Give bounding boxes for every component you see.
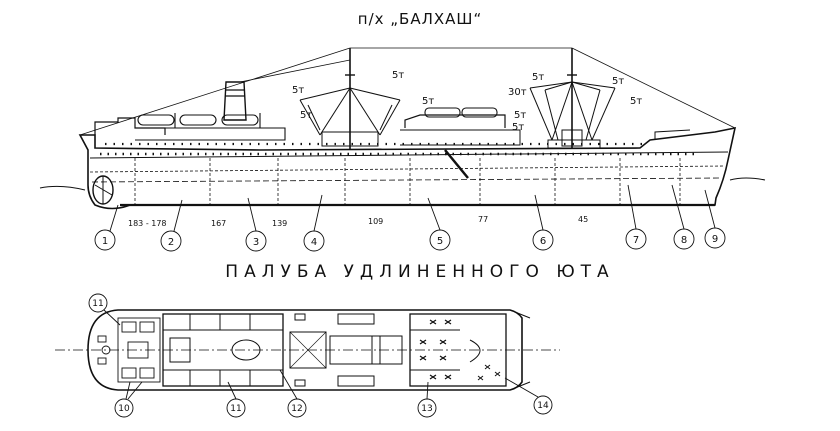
crane-label: 5т (514, 110, 526, 121)
deck-callout: 12 (291, 404, 302, 414)
deck-callout: 11 (92, 299, 103, 309)
deck-callout: 11 (230, 404, 241, 414)
profile-callout: 7 (633, 235, 639, 246)
frame-number: 45 (578, 215, 588, 224)
frame-number: 183 - 178 (128, 219, 167, 228)
frame-numbers: 183 - 178 167 139 109 77 45 (128, 215, 588, 228)
profile-callout: 8 (681, 235, 687, 246)
deck-callout: 14 (537, 401, 549, 411)
frame-number: 109 (368, 217, 383, 226)
crane-label: 5т (532, 72, 544, 83)
crane-label: 30т (508, 87, 527, 98)
frame-number: 139 (272, 219, 287, 228)
crane-label: 5т (292, 85, 304, 96)
deck-plan (55, 309, 560, 391)
deck-outline (87, 309, 523, 391)
crane-labels: 5т 5т 5т 5т 5т 30т 5т 5т 5т 5т (292, 70, 642, 133)
deck-callout: 13 (421, 404, 432, 414)
crane-label: 5т (300, 110, 312, 121)
deck-plan-title: ПАЛУБА УДЛИНЕННОГО ЮТА (225, 262, 615, 282)
profile-callout: 2 (168, 237, 174, 248)
profile-callouts: 1 2 3 4 5 6 7 8 9 (94, 184, 726, 252)
funnel (223, 81, 247, 121)
profile-callout: 4 (311, 237, 317, 248)
profile-callout: 9 (712, 234, 718, 245)
deck-callouts: 11 10 11 12 13 14 (88, 293, 553, 418)
crane-label: 5т (392, 70, 404, 81)
profile-callout: 3 (253, 237, 259, 248)
side-profile (39, 47, 766, 210)
frame-number: 167 (211, 219, 226, 228)
crane-label: 5т (612, 76, 624, 87)
crane-label: 5т (422, 96, 434, 107)
profile-callout: 5 (437, 236, 443, 247)
profile-callout: 1 (102, 236, 108, 247)
ship-title: п/х „БАЛХАШ“ (357, 10, 483, 28)
frame-number: 77 (478, 215, 488, 224)
profile-callout: 6 (540, 236, 546, 247)
crane-label: 5т (630, 96, 642, 107)
crane-label: 5т (512, 122, 524, 133)
deck-callout: 10 (118, 404, 130, 414)
